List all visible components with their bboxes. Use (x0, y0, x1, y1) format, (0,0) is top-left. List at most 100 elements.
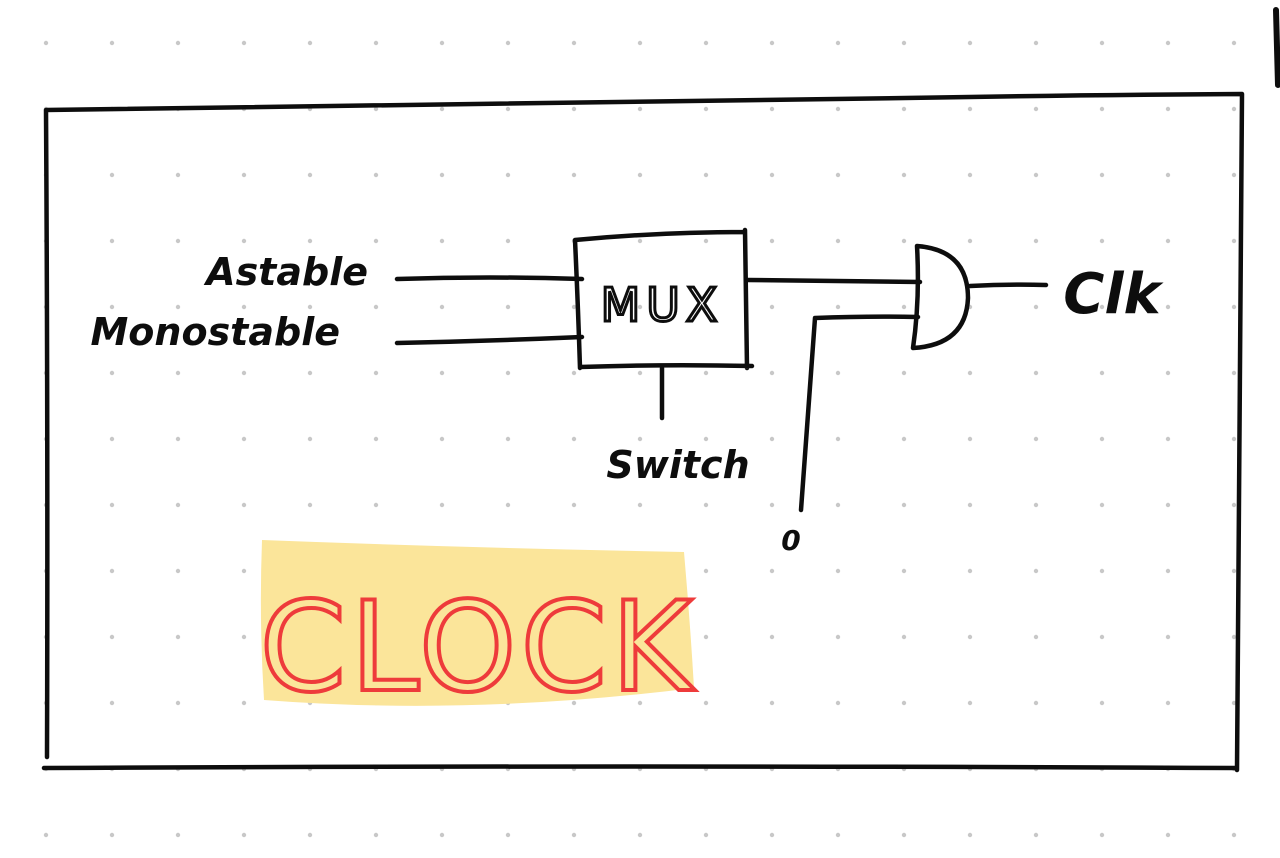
grid-dot (769, 304, 775, 310)
grid-dot (769, 370, 775, 376)
astable-wire (394, 275, 585, 282)
grid-dot (1165, 832, 1171, 838)
grid-dot (571, 172, 577, 178)
grid-dot (109, 238, 115, 244)
grid-dot (505, 304, 511, 310)
grid-dot (43, 832, 49, 838)
grid-dot (901, 106, 907, 112)
grid-dot (835, 238, 841, 244)
grid-dot (1099, 40, 1105, 46)
clock-highlight (260, 540, 694, 706)
grid-dot (1033, 700, 1039, 706)
grid-dot (1231, 172, 1237, 178)
grid-dot (703, 832, 709, 838)
grid-dot (1231, 238, 1237, 244)
grid-dot (769, 40, 775, 46)
grid-dot (1099, 832, 1105, 838)
grid-dot (307, 436, 313, 442)
zero-wire (798, 314, 921, 513)
grid-dot (1165, 502, 1171, 508)
and-gate (910, 243, 971, 351)
grid-dot (175, 568, 181, 574)
grid-dot (703, 238, 709, 244)
grid-dot (1033, 568, 1039, 574)
grid-dot (571, 370, 577, 376)
monostable-wire (394, 334, 585, 346)
grid-dot (967, 700, 973, 706)
grid-dot (1231, 436, 1237, 442)
grid-dot (901, 832, 907, 838)
grid-dot (1099, 106, 1105, 112)
grid-dot (241, 502, 247, 508)
grid-dot (637, 436, 643, 442)
grid-dot (1231, 502, 1237, 508)
grid-dot (175, 832, 181, 838)
grid-dot (241, 238, 247, 244)
grid-dot (637, 832, 643, 838)
grid-dot (109, 700, 115, 706)
grid-dot (901, 568, 907, 574)
grid-dot (1165, 304, 1171, 310)
grid-dot (241, 304, 247, 310)
grid-dot (769, 172, 775, 178)
grid-dot (1231, 568, 1237, 574)
grid-dot (901, 700, 907, 706)
mux-label: MUX (601, 278, 724, 332)
grid-dot (835, 832, 841, 838)
grid-dot (373, 40, 379, 46)
grid-dot (373, 238, 379, 244)
grid-dot (175, 436, 181, 442)
grid-dot (1099, 238, 1105, 244)
grid-dot (373, 304, 379, 310)
zero-label: 0 (781, 524, 800, 557)
grid-dot (1099, 568, 1105, 574)
grid-dot (835, 370, 841, 376)
grid-dot (1099, 502, 1105, 508)
input-label-monostable: Monostable (90, 310, 340, 354)
grid-dot (967, 568, 973, 574)
grid-dot (1165, 370, 1171, 376)
grid-dot (769, 832, 775, 838)
grid-dot (1165, 40, 1171, 46)
grid-dot (373, 436, 379, 442)
grid-dot (307, 370, 313, 376)
grid-dot (835, 700, 841, 706)
grid-dot (769, 502, 775, 508)
grid-dot (1033, 832, 1039, 838)
grid-dot (109, 436, 115, 442)
grid-dot (1099, 436, 1105, 442)
grid-dot (901, 370, 907, 376)
grid-dot (505, 436, 511, 442)
grid-dot (1033, 304, 1039, 310)
grid-dot (637, 502, 643, 508)
grid-dot (241, 832, 247, 838)
grid-dot (703, 436, 709, 442)
output-label: Clk (1063, 262, 1164, 327)
grid-dot (175, 304, 181, 310)
grid-dot (175, 238, 181, 244)
grid-dot (967, 832, 973, 838)
grid-dot (109, 832, 115, 838)
grid-dot (307, 502, 313, 508)
grid-dot (835, 634, 841, 640)
grid-dot (1033, 634, 1039, 640)
dot-grid (43, 40, 1237, 838)
grid-dot (1165, 634, 1171, 640)
grid-dot (241, 436, 247, 442)
grid-dot (901, 172, 907, 178)
grid-dot (505, 370, 511, 376)
grid-dot (703, 172, 709, 178)
grid-dot (307, 40, 313, 46)
mux-output-wire (745, 277, 923, 285)
grid-dot (1231, 700, 1237, 706)
grid-dot (1231, 106, 1237, 112)
grid-dot (769, 634, 775, 640)
grid-dot (637, 700, 643, 706)
grid-dot (175, 40, 181, 46)
grid-dot (901, 436, 907, 442)
grid-dot (1099, 172, 1105, 178)
grid-dot (241, 700, 247, 706)
grid-dot (175, 370, 181, 376)
grid-dot (373, 106, 379, 112)
grid-dot (175, 700, 181, 706)
